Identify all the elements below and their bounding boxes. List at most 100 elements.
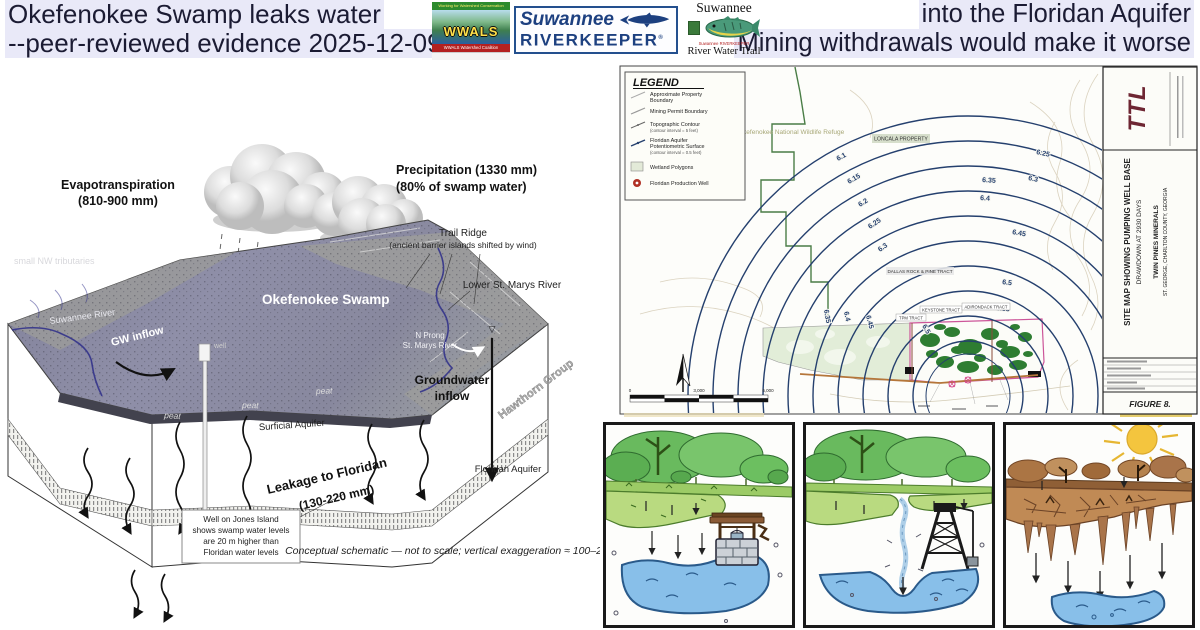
area-labels: LONCALA PROPERTY DALLAS ROCK & PINE TRAC… [872, 134, 1011, 322]
trail-ridge-sub: (ancient barrier islands shifted by wind… [389, 240, 537, 250]
trail-ridge-label: Trail Ridge [439, 228, 487, 239]
water-trail-word: River Water Trail [687, 46, 761, 57]
headline-right-line1: into the Floridan Aquifer [918, 0, 1194, 29]
precipitation-sub: (80% of swamp water) [396, 180, 527, 194]
water-trail-subtext: Suwannee RIVERKEEPER [698, 41, 750, 46]
ttl-drawdown-site-map: Okefenokee National Wildlife Refuge [600, 62, 1200, 420]
north-arrow-icon [676, 353, 691, 392]
refuge-label: Okefenokee National Wildlife Refuge [738, 129, 845, 136]
cartoon-panel-natural-well [601, 422, 795, 628]
lower-st-marys-label: Lower St. Marys River [463, 280, 562, 291]
production-well-markers [948, 376, 972, 388]
cartoon-2-svg [801, 429, 993, 614]
surficial-aquifer-label: Surficial Aquifer [259, 418, 326, 434]
title-block: TTL SITE MAP SHOWING PUMPING WELL BASE D… [1102, 66, 1198, 415]
contour-lower-0: 6.35 [822, 309, 831, 324]
well-note-line2: shows swamp water levels [193, 526, 290, 535]
well-note-line3: are 20 m higher than [203, 537, 279, 546]
precipitation-label: Precipitation (1330 mm) [396, 163, 537, 177]
bubbles [611, 542, 783, 623]
legend-item-3-l2: Potentiometric Surface [650, 144, 705, 150]
legend-item-4-l1: Wetland Polygons [650, 165, 694, 171]
okefenokee-conceptual-diagram: Evapotranspiration (810-900 mm) Precipit… [0, 62, 620, 630]
depleted-groundwater-body [818, 567, 980, 614]
diagram-caption: Conceptual schematic — not to scale; ver… [285, 545, 600, 557]
headline-left-line2: --peer-reviewed evidence 2025-12-09 [5, 29, 445, 58]
peat-label-2: peat [241, 400, 259, 410]
ttl-logo: TTL [1124, 85, 1151, 132]
swamp-cross-section [805, 490, 993, 526]
headline-right: into the Floridan Aquifer Mining withdra… [734, 0, 1194, 58]
registered-mark: ® [658, 35, 665, 42]
sturgeon-fish-icon [619, 12, 670, 28]
seepage-arrows [1032, 543, 1166, 600]
nw-tributaries-label: small NW tributaries [14, 256, 95, 266]
scale-zero: 0 [629, 388, 632, 393]
water-trail-word-suwannee: Suwannee [696, 0, 752, 15]
headline-right-line2: Mining withdrawals would make it worse [734, 29, 1194, 58]
contour-right-5: 6.5 [1002, 279, 1013, 287]
hanging-roots [1023, 503, 1177, 566]
well-note-box: Well on Jones Island shows swamp water l… [181, 509, 301, 564]
well-note-line1: Well on Jones Island [203, 515, 279, 524]
n-prong-label-2: St. Marys River [403, 341, 458, 350]
legend-item-3-sub: (contour interval = 0.5 feet) [650, 150, 702, 155]
legend-item-0-l2: Boundary [650, 98, 673, 104]
dry-scrub-band [1005, 455, 1197, 492]
loncala-property-label: LONCALA PROPERTY [874, 137, 928, 143]
wwals-bottom-banner: WWALS Watershed Coalition [432, 44, 510, 52]
map-legend: LEGEND Approximate Property Boundary Min… [624, 71, 746, 201]
legend-item-2-sub: (contour interval = 5 feet) [650, 128, 698, 133]
legend-item-0-l1: Approximate Property [650, 92, 702, 98]
legend-title: LEGEND [633, 77, 679, 89]
wwals-scene-art: WWALS [432, 10, 510, 44]
peat-label-3: peat [315, 385, 334, 396]
wetland-polygons [920, 324, 1033, 375]
aquifer-cartoon-strip [600, 418, 1200, 630]
wwals-footer-strip [432, 52, 510, 60]
hand-dug-well-icon [709, 512, 770, 566]
map-title-line2: DRAWDOWN AT 2930 DAYS [1136, 199, 1143, 284]
title-block-info-rows [1103, 360, 1197, 390]
river-water-trail-logo: Suwannee Suwannee RIVERKEEPER River Wate… [684, 1, 764, 60]
tract-b-label: TPM TRACT [899, 315, 923, 320]
headline-left: Okefenokee Swamp leaks water --peer-revi… [5, 0, 445, 58]
scale-max: 6,000 [762, 388, 774, 393]
figure-label: FIGURE 8. [1129, 399, 1171, 409]
contour-right-4: 6.45 [1012, 229, 1027, 238]
wwals-logo: Working for Watershed Conservation WWALS… [432, 2, 510, 60]
groundwater-inflow-label-1: Groundwater [415, 373, 490, 387]
map-client-line1: TWIN PINES MINERALS [1153, 205, 1160, 279]
cartoon-panel-dried-swamp [1003, 418, 1197, 628]
floridan-recharge-arrow [451, 338, 500, 483]
site-map-svg: Okefenokee National Wildlife Refuge [619, 65, 1198, 417]
legend-item-5-l1: Floridan Production Well [650, 181, 709, 187]
cracked-peat-cross-section [1005, 477, 1193, 528]
trail-thumbnail-icon [688, 21, 700, 35]
forest-canopy [601, 430, 789, 487]
floridan-aquifer-label: Floridan Aquifer [475, 464, 542, 475]
legend-item-3-l1: Floridan Aquifer [650, 138, 688, 144]
groundwater-body [620, 554, 770, 615]
bass-fish-icon [705, 16, 760, 38]
topographic-contours [639, 73, 1141, 411]
haul-road-line [799, 373, 1039, 384]
peat-label-1: peat [163, 410, 182, 421]
scale-bar: 0 3,000 6,000 [629, 388, 774, 403]
riverkeeper-word: RIVERKEEPER [520, 30, 659, 50]
leader-lines [297, 253, 481, 519]
well-marker-label: well [213, 343, 227, 350]
cartoon-panel-pumping [801, 422, 995, 628]
draining-stream [884, 497, 924, 592]
evapotranspiration-label: Evapotranspiration [61, 178, 175, 192]
mine-permit-area [762, 318, 1045, 410]
percolation-arrows [648, 531, 706, 560]
contour-right-2: 6.35 [982, 177, 996, 185]
groundwater-inflow-label-2: inflow [435, 389, 470, 403]
riverkeeper-word-suwannee: Suwannee [520, 9, 614, 31]
drill-rig-icon [920, 503, 979, 570]
wwals-top-banner: Working for Watershed Conservation [432, 2, 510, 10]
annotation-leaders [918, 379, 1009, 410]
shrunken-water-pool [1050, 589, 1166, 628]
